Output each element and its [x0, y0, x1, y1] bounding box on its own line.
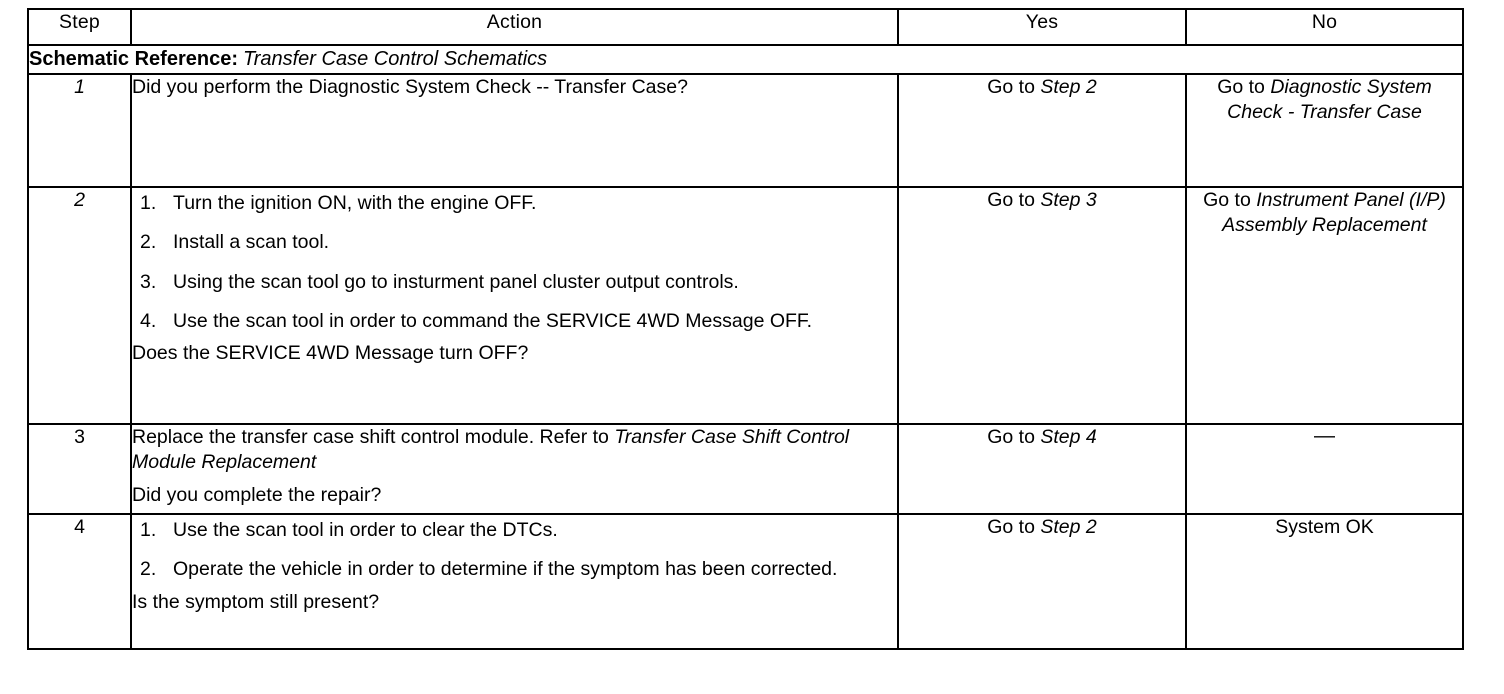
step-yes-answer: Go to Step 2	[897, 513, 1187, 650]
column-header-step: Step	[27, 8, 132, 46]
list-item: 4. Use the scan tool in order to command…	[132, 309, 897, 334]
action-instruction: Replace the transfer case shift control …	[132, 425, 897, 476]
yes-answer-text: Go to Step 2	[899, 75, 1185, 100]
step-no-answer: Go to Diagnostic System Check - Transfer…	[1185, 73, 1464, 188]
action-question: Is the symptom still present?	[132, 590, 380, 613]
column-header-no: No	[1185, 8, 1464, 46]
yes-answer-prefix: Go to	[987, 76, 1041, 98]
step-no-answer: Go to Instrument Panel (I/P) Assembly Re…	[1185, 186, 1464, 425]
step-action: 1. Use the scan tool in order to clear t…	[130, 513, 899, 650]
list-item: 1. Use the scan tool in order to clear t…	[132, 518, 897, 543]
list-item-text: Use the scan tool in order to clear the …	[173, 519, 558, 541]
list-item: 1. Turn the ignition ON, with the engine…	[132, 191, 897, 216]
list-item-number: 3.	[140, 270, 157, 293]
yes-answer-reference: Step 4	[1040, 426, 1097, 448]
no-answer-text: Go to Diagnostic System Check - Transfer…	[1187, 75, 1462, 126]
no-answer-text: System OK	[1275, 516, 1374, 538]
diagnostic-procedure-table: Step Action Yes No Schematic Reference:T…	[27, 8, 1464, 650]
yes-answer-prefix: Go to	[987, 516, 1041, 538]
table-row: 4 1. Use the scan tool in order to clear…	[27, 513, 1464, 650]
schematic-reference-value: Transfer Case Control Schematics	[242, 48, 548, 70]
step-action: Replace the transfer case shift control …	[130, 423, 899, 515]
yes-answer-text: Go to Step 4	[899, 425, 1185, 450]
step-number: 4	[27, 513, 132, 650]
list-item: 2. Install a scan tool.	[132, 230, 897, 255]
step-number: 3	[27, 423, 132, 515]
table-header-row: Step Action Yes No	[27, 8, 1464, 46]
no-answer-prefix: Go to	[1203, 189, 1257, 211]
action-instruction-lead: Replace the transfer case shift control …	[132, 426, 615, 448]
list-item-number: 4.	[140, 310, 157, 333]
yes-answer-text: Go to Step 2	[899, 515, 1185, 540]
action-question: Did you perform the Diagnostic System Ch…	[132, 76, 688, 98]
schematic-reference-label: Schematic Reference:	[29, 48, 238, 70]
no-answer-reference: Instrument Panel (I/P) Assembly Replacem…	[1222, 189, 1446, 237]
column-header-action: Action	[130, 8, 899, 46]
list-item: 3. Using the scan tool go to insturment …	[132, 270, 897, 295]
yes-answer-reference: Step 3	[1040, 189, 1097, 211]
list-item-text: Install a scan tool.	[173, 231, 330, 254]
table-row: 1 Did you perform the Diagnostic System …	[27, 73, 1464, 188]
no-answer-prefix: Go to	[1217, 76, 1271, 98]
step-no-answer: —	[1185, 423, 1464, 515]
column-header-yes: Yes	[897, 8, 1187, 46]
yes-answer-reference: Step 2	[1040, 76, 1097, 98]
step-action: 1. Turn the ignition ON, with the engine…	[130, 186, 899, 425]
schematic-reference-cell: Schematic Reference:Transfer Case Contro…	[27, 44, 1464, 75]
yes-answer-prefix: Go to	[987, 426, 1041, 448]
table-row: 3 Replace the transfer case shift contro…	[27, 423, 1464, 515]
list-item-text: Use the scan tool in order to command th…	[173, 310, 813, 333]
list-item-number: 1.	[140, 519, 157, 541]
step-yes-answer: Go to Step 2	[897, 73, 1187, 188]
table-row: 2 1. Turn the ignition ON, with the engi…	[27, 186, 1464, 425]
list-item-number: 2.	[140, 558, 157, 581]
step-number: 2	[27, 186, 132, 425]
yes-answer-prefix: Go to	[987, 189, 1041, 211]
list-item-number: 1.	[140, 192, 157, 214]
schematic-reference-row: Schematic Reference:Transfer Case Contro…	[27, 44, 1464, 75]
action-question: Did you complete the repair?	[132, 483, 382, 506]
list-item-text: Using the scan tool go to insturment pan…	[173, 270, 739, 293]
yes-answer-reference: Step 2	[1040, 516, 1097, 538]
step-yes-answer: Go to Step 4	[897, 423, 1187, 515]
list-item-number: 2.	[140, 231, 157, 254]
step-number: 1	[27, 73, 132, 188]
step-action: Did you perform the Diagnostic System Ch…	[130, 73, 899, 188]
step-yes-answer: Go to Step 3	[897, 186, 1187, 425]
no-answer-reference: Diagnostic System Check - Transfer Case	[1227, 76, 1432, 124]
list-item: 2. Operate the vehicle in order to deter…	[132, 557, 897, 582]
yes-answer-text: Go to Step 3	[899, 188, 1185, 213]
list-item-text: Operate the vehicle in order to determin…	[173, 558, 838, 581]
action-step-list: 1. Turn the ignition ON, with the engine…	[132, 191, 897, 334]
list-item-text: Turn the ignition ON, with the engine OF…	[173, 192, 537, 214]
no-answer-text: —	[1314, 424, 1335, 447]
action-question: Does the SERVICE 4WD Message turn OFF?	[132, 342, 529, 365]
action-instruction-reference: Transfer Case Shift Control Module Repla…	[132, 426, 850, 474]
no-answer-text: Go to Instrument Panel (I/P) Assembly Re…	[1187, 188, 1462, 239]
step-no-answer: System OK	[1185, 513, 1464, 650]
action-step-list: 1. Use the scan tool in order to clear t…	[132, 518, 897, 583]
